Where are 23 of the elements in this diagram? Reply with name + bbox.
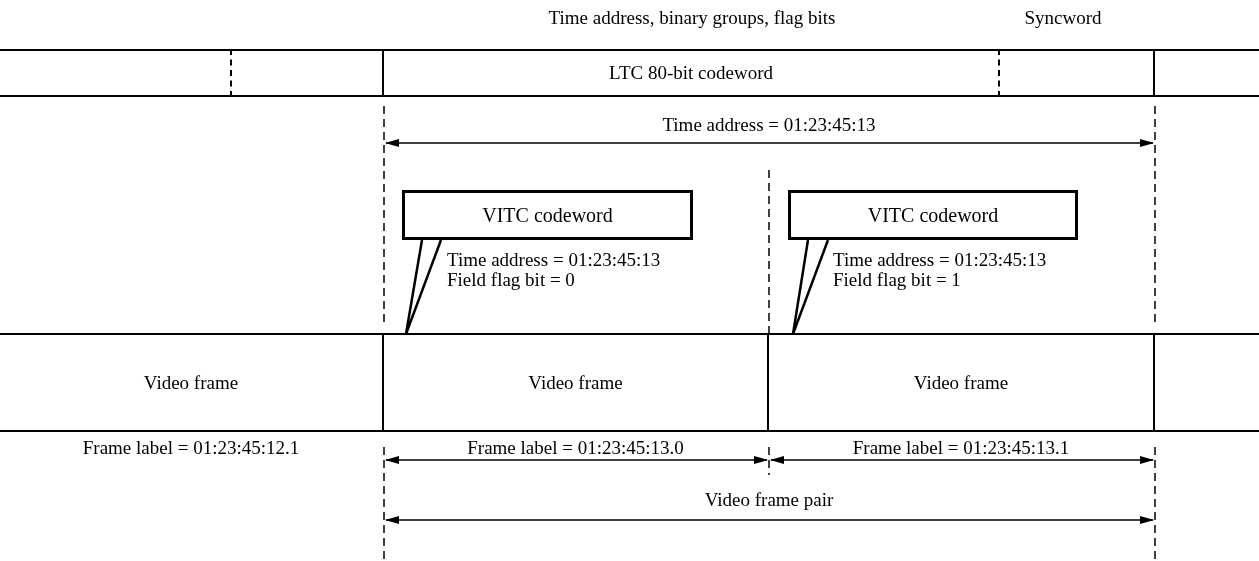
cell-text: Video frame: [528, 371, 623, 394]
cell-text: LTC 80-bit codeword: [609, 62, 773, 84]
empty-cell: [0, 49, 232, 97]
callout-text: Time address = 01:23:45:13 Field flag bit = 1: [833, 250, 1048, 290]
callout-text: Time address = 01:23:45:13 Field flag bit = 0: [447, 250, 662, 290]
callout-box: VITC codeword: [788, 190, 1078, 240]
callout-box: VITC codeword: [402, 190, 693, 240]
frame-label: Frame label = 01:23:45:13.0: [467, 438, 684, 459]
empty-cell: [1155, 49, 1259, 97]
frame-label: Frame label = 01:23:45:13.1: [852, 438, 1070, 459]
dimension-label: Video frame pair: [704, 490, 834, 511]
cell-text: Video frame: [913, 371, 1009, 394]
frame-label: Frame label = 01:23:45:12.1: [82, 438, 300, 459]
callout-pointer: [404, 238, 443, 336]
cell-text: Video frame: [143, 371, 239, 394]
segment-label: Time address, binary groups, flag bits: [548, 8, 836, 29]
empty-cell: [1155, 333, 1259, 432]
empty-cell: [232, 49, 384, 97]
timeline-cell: [384, 49, 1000, 97]
dimension-label: Time address = 01:23:45:13: [662, 115, 876, 136]
empty-cell: [1000, 49, 1155, 97]
callout-pointer: [791, 238, 830, 336]
segment-label: Syncword: [1024, 8, 1102, 29]
